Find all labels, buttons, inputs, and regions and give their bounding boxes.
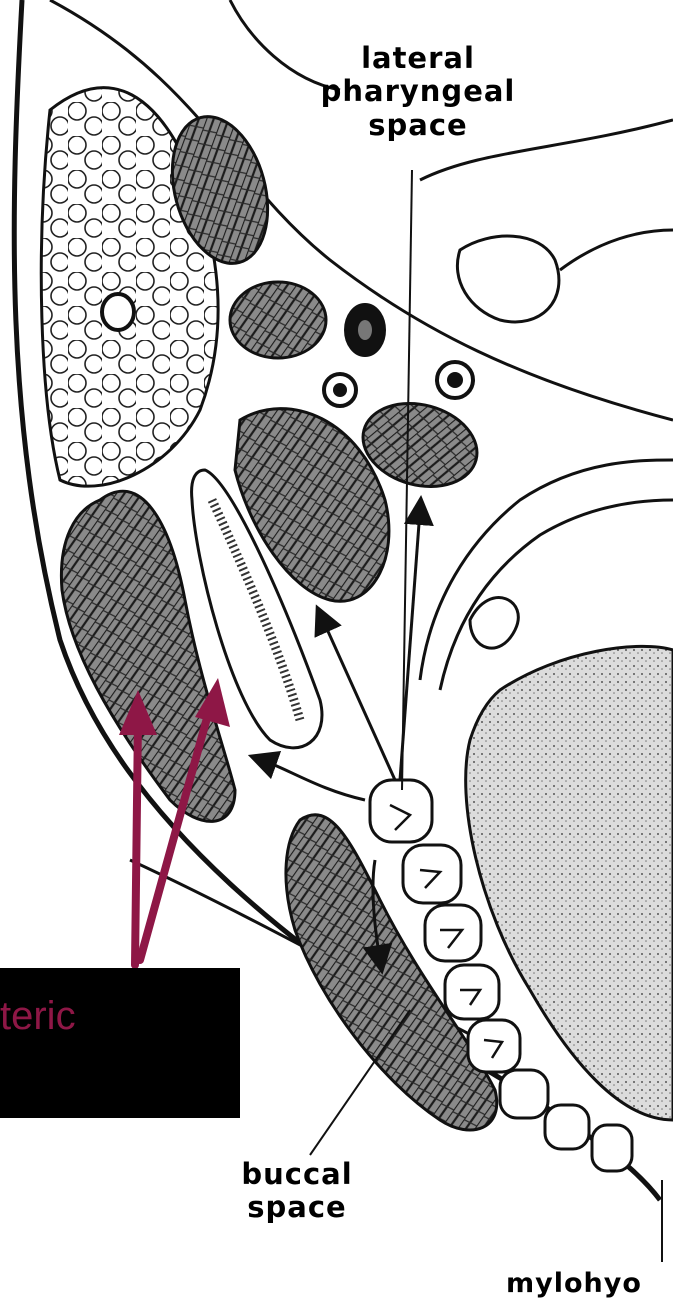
vessel-3-core [447, 372, 463, 388]
label-line: buccal [212, 1158, 382, 1191]
buccal-space-label: buccal space [212, 1158, 382, 1225]
vessel-2-core [333, 383, 347, 397]
masseteric-callout-box: teric [0, 968, 240, 1118]
uvula-outline [457, 236, 559, 322]
label-line: space [212, 1191, 382, 1224]
palate-line-2 [560, 230, 673, 270]
label-line: lateral [298, 42, 538, 75]
tonsil-fold [470, 598, 518, 649]
mylohyoid-label: mylohyo [506, 1268, 642, 1299]
label-line: space [298, 109, 538, 142]
vessel-1-lumen [358, 320, 372, 340]
muscle-posterior-2 [230, 282, 326, 358]
lateral-pharyngeal-space-label: lateral pharyngeal space [298, 42, 538, 142]
label-line: pharyngeal [298, 75, 538, 108]
retromandibular-vein [102, 294, 134, 330]
masseteric-space-label: teric [0, 994, 76, 1039]
